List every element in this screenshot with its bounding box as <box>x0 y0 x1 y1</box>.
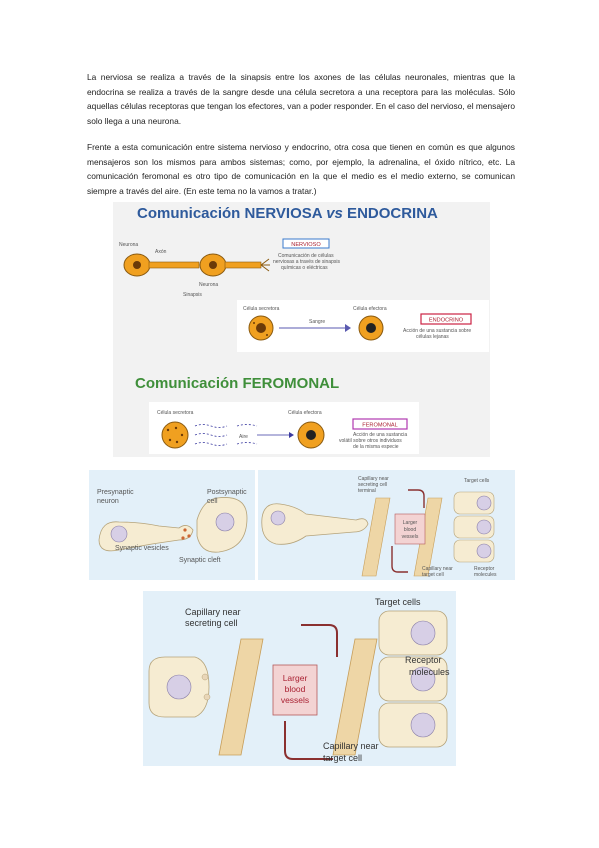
feromonal-desc-1: Acción de una sustancia <box>353 432 407 438</box>
receptor-label-2: molecules <box>474 572 497 578</box>
receptor-large-label-1: Receptor <box>405 655 442 665</box>
figure-endocrine-small: Capillary near secreting cell terminal L… <box>258 470 515 580</box>
synaptic-cleft-label: Synaptic cleft <box>179 557 221 564</box>
cap-secreting-large-label-1: Capillary near <box>185 607 241 617</box>
neuron-label-2: Neurona <box>199 282 218 288</box>
cap-target-label-1: Capillary near <box>422 566 453 572</box>
sangre-label: Sangre <box>309 319 325 325</box>
figure-nerviosa-endocrina-feromonal: Comunicación NERVIOSA vs ENDOCRINA Neuro… <box>113 202 490 457</box>
presynaptic-label-1: Presynaptic <box>97 489 134 496</box>
synaptic-vesicles-label: Synaptic vesicles <box>115 545 169 552</box>
paragraph-1: La nerviosa se realiza a través de la si… <box>87 72 515 126</box>
feromonal-box <box>352 418 408 430</box>
endocrino-desc-2: células lejanas <box>416 334 449 340</box>
larger-label-2: blood <box>404 527 416 533</box>
endocrino-secretora-label: Célula secretora <box>243 306 280 312</box>
postsynaptic-label-2: cell <box>207 498 218 505</box>
figure-1-title-2: Comunicación FEROMONAL <box>135 375 339 392</box>
receptor-label-1: Receptor <box>474 566 495 572</box>
figure-3-drawing: Capillary near secreting cell terminal L… <box>261 476 497 578</box>
cap-target-label-2: target cell <box>422 572 444 578</box>
neuron-illustration <box>123 253 270 277</box>
larger-vessels-box-small <box>394 513 426 545</box>
endocrino-desc-1: Acción de una sustancia sobre <box>403 328 471 334</box>
figure-1-drawing: Comunicación NERVIOSA vs ENDOCRINA Neuro… <box>119 205 489 454</box>
figure-2-drawing: Presynaptic neuron Postsynaptic cell Syn… <box>97 489 248 564</box>
aire-label: Aire <box>239 434 248 440</box>
cap-target-large-label-1: Capillary near <box>323 741 379 751</box>
figure-1-title: Comunicación NERVIOSA vs ENDOCRINA <box>137 205 438 222</box>
target-cells-large-label: Target cells <box>375 597 421 607</box>
axon-label: Axón <box>155 249 167 255</box>
presynaptic-label-2: neuron <box>97 498 119 505</box>
target-cells-label-small: Target cells <box>464 478 490 484</box>
cap-secreting-label-2: secreting cell <box>358 482 387 488</box>
nervioso-box <box>282 238 330 249</box>
cap-secreting-label-1: Capillary near <box>358 476 389 482</box>
feromonal-efectora-label: Célula efectora <box>288 410 322 416</box>
cap-target-large-label-2: target cell <box>323 753 362 763</box>
feromonal-secretora-label: Célula secretora <box>157 410 194 416</box>
receptor-large-label-2: molecules <box>409 667 450 677</box>
figure-4-drawing: Capillary near secreting cell Larger blo… <box>148 597 450 763</box>
endocrino-box-label: ENDOCRINO <box>429 318 464 324</box>
nervioso-desc-1: Comunicación de células <box>278 253 334 259</box>
feromonal-desc-2: volátil sobre otros individuos <box>339 438 402 444</box>
figure-endocrine-large: Capillary near secreting cell Larger blo… <box>143 591 456 766</box>
endocrino-box <box>420 313 472 325</box>
cap-secreting-label-3: terminal <box>358 488 376 494</box>
larger-large-label-2: blood <box>285 684 306 694</box>
nervioso-desc-2: nerviosas a través de sinapsis <box>273 259 340 265</box>
endocrino-efectora-label: Célula efectora <box>353 306 387 312</box>
larger-vessels-box <box>272 664 318 716</box>
cap-secreting-large-label-2: secreting cell <box>185 618 238 628</box>
larger-label-1: Larger <box>403 520 418 526</box>
postsynaptic-label-1: Postsynaptic <box>207 489 247 496</box>
figure-synapse: Presynaptic neuron Postsynaptic cell Syn… <box>89 470 255 580</box>
sinapsis-label: Sinapsis <box>183 292 202 298</box>
paragraph-2: Frente a esta comunicación entre sistema… <box>87 142 515 196</box>
larger-large-label-3: vessels <box>281 695 309 705</box>
nervioso-box-label: NERVIOSO <box>291 242 321 248</box>
feromonal-box-label: FEROMONAL <box>362 423 397 429</box>
larger-label-3: vessels <box>402 534 419 540</box>
larger-large-label-1: Larger <box>283 673 308 683</box>
feromonal-desc-3: de la misma especie <box>353 444 399 450</box>
neuron-label: Neurona <box>119 242 138 248</box>
nervioso-desc-3: químicas o eléctricas <box>281 265 328 271</box>
